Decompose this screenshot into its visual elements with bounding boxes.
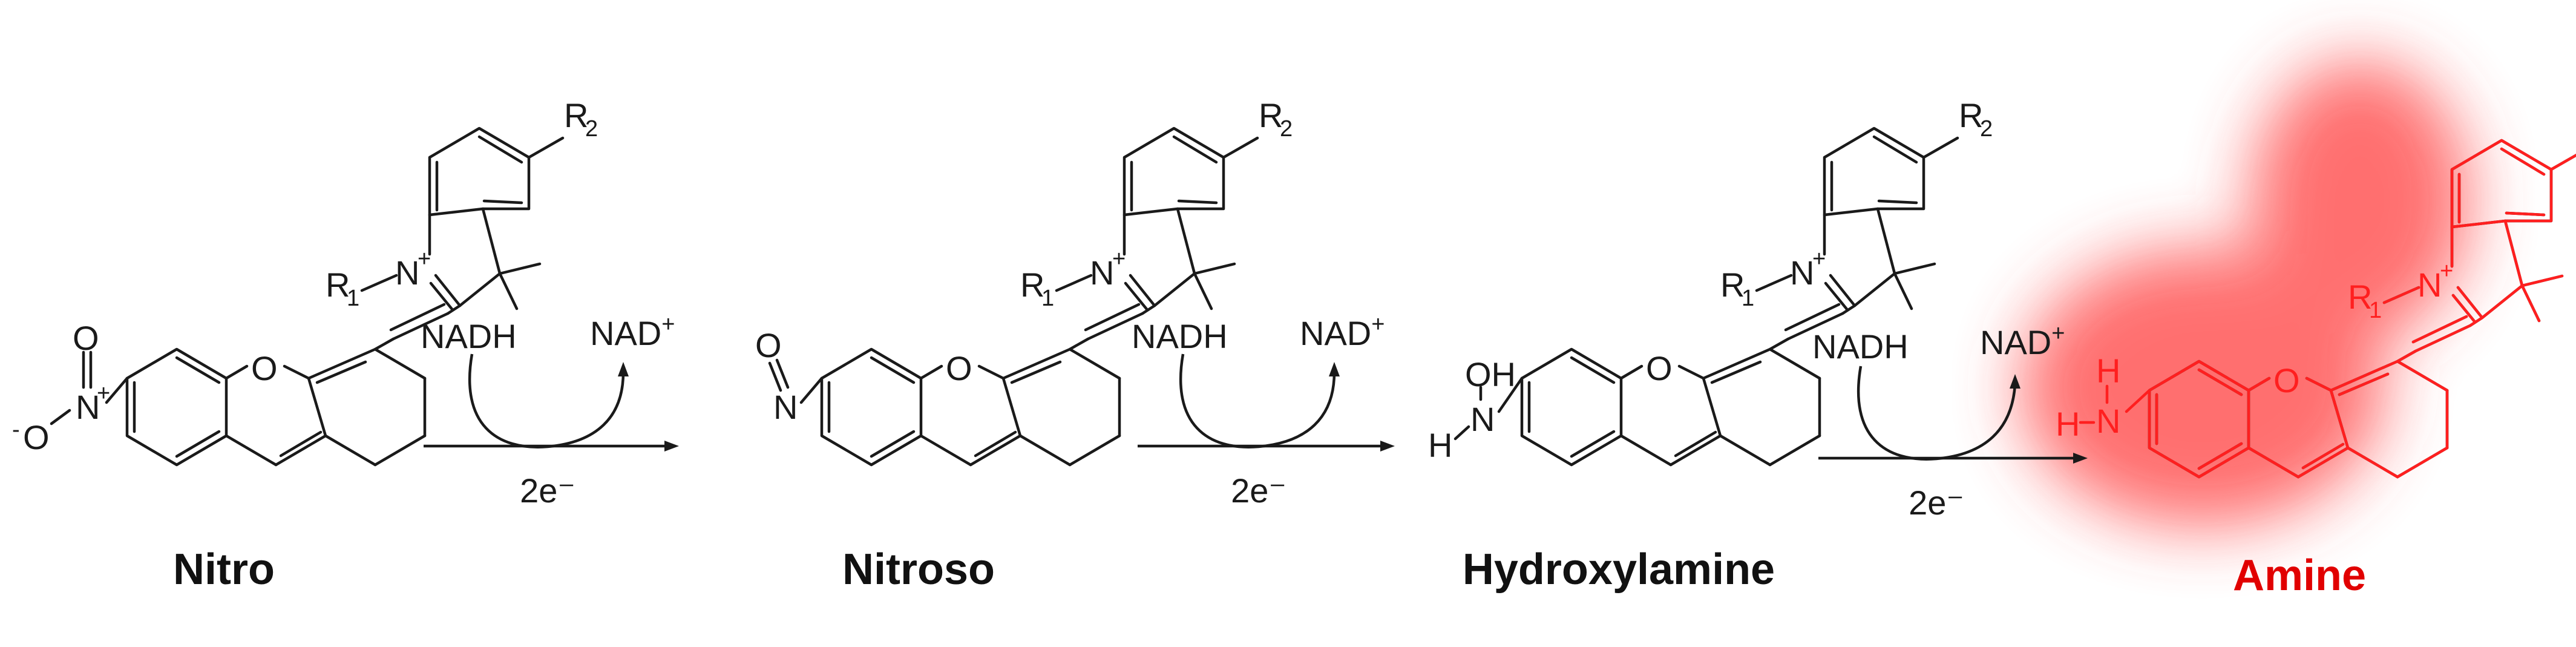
indolium-nitrogen: N: [395, 254, 419, 292]
r2-subscript: 2: [1980, 116, 1993, 142]
electron-count: 2e⁻: [520, 471, 575, 510]
nitroso-oxygen: O: [755, 326, 782, 364]
r1-subscript: 1: [347, 286, 359, 311]
amine-compound: O N + R 1 R 2 N H H: [2056, 139, 2576, 479]
cofactor-nad-plus: NAD+: [590, 312, 675, 352]
indolium-nitrogen: N: [1090, 254, 1114, 292]
amine-glow: [2021, 61, 2469, 527]
r1-label: R: [1020, 266, 1044, 304]
nitro-oxygen-top: O: [73, 319, 99, 357]
r1-label: R: [1720, 266, 1745, 304]
hydroxylamine-hydrogen: H: [1428, 426, 1452, 464]
nitro-nitrogen: N: [76, 388, 100, 426]
r1-label: R: [326, 266, 350, 304]
label-hydroxylamine: Hydroxylamine: [1463, 545, 1775, 594]
cofactor-nadh: NADH: [421, 317, 517, 355]
label-nitroso: Nitroso: [842, 545, 995, 594]
cofactor-nadh: NADH: [1132, 317, 1228, 355]
amine-nitrogen: N: [2096, 402, 2120, 440]
amine-hydrogen-left: H: [2056, 405, 2080, 443]
nitro-compound: O N + R 1 R 2 N + O O -: [12, 96, 598, 465]
cofactor-nad-plus: NAD+: [1980, 321, 2065, 361]
r2-subscript: 2: [1280, 116, 1293, 142]
r2-label: R: [1959, 96, 1983, 134]
xanthene-oxygen: O: [2273, 361, 2300, 399]
reaction-arrow-3: NADH NAD+ 2e⁻: [1812, 321, 2088, 522]
positive-charge: +: [1812, 246, 1826, 272]
cofactor-nad-plus: NAD+: [1300, 312, 1385, 352]
hydroxylamine-nitrogen: N: [1470, 400, 1495, 438]
hydroxyl-group: OH: [1465, 355, 1516, 393]
nitroso-nitrogen: N: [773, 388, 798, 426]
nitroso-compound: O N + R 1 R 2 N O: [755, 96, 1293, 465]
r1-subscript: 1: [1742, 286, 1754, 311]
indolium-nitrogen: N: [2417, 266, 2442, 304]
xanthene-oxygen: O: [251, 349, 278, 387]
r1-subscript: 1: [1041, 286, 1054, 311]
r2-label: R: [1259, 96, 1283, 134]
nitro-positive-charge: +: [97, 381, 110, 406]
r1-label: R: [2348, 278, 2372, 316]
nitro-oxygen-left: O: [23, 418, 50, 456]
hydroxylamine-compound: O N + R 1 R 2 N OH H: [1428, 96, 1993, 465]
positive-charge: +: [418, 246, 431, 272]
reaction-arrow-1: NADH NAD+ 2e⁻: [421, 312, 679, 510]
positive-charge: +: [1112, 246, 1126, 272]
electron-count: 2e⁻: [1909, 484, 1964, 522]
xanthene-oxygen: O: [1646, 349, 1673, 387]
r2-subscript: 2: [585, 116, 598, 142]
label-nitro: Nitro: [173, 545, 275, 594]
positive-charge: +: [2440, 258, 2453, 284]
label-amine: Amine: [2233, 551, 2366, 600]
r1-subscript: 1: [2369, 298, 2382, 323]
amine-hydrogen-top: H: [2096, 352, 2120, 390]
electron-count: 2e⁻: [1231, 471, 1286, 510]
xanthene-oxygen: O: [946, 349, 972, 387]
reaction-arrow-2: NADH NAD+ 2e⁻: [1132, 312, 1395, 510]
r2-label: R: [564, 96, 588, 134]
indolium-nitrogen: N: [1790, 254, 1814, 292]
nitro-negative-charge: -: [12, 417, 20, 442]
cofactor-nadh: NADH: [1812, 327, 1909, 366]
